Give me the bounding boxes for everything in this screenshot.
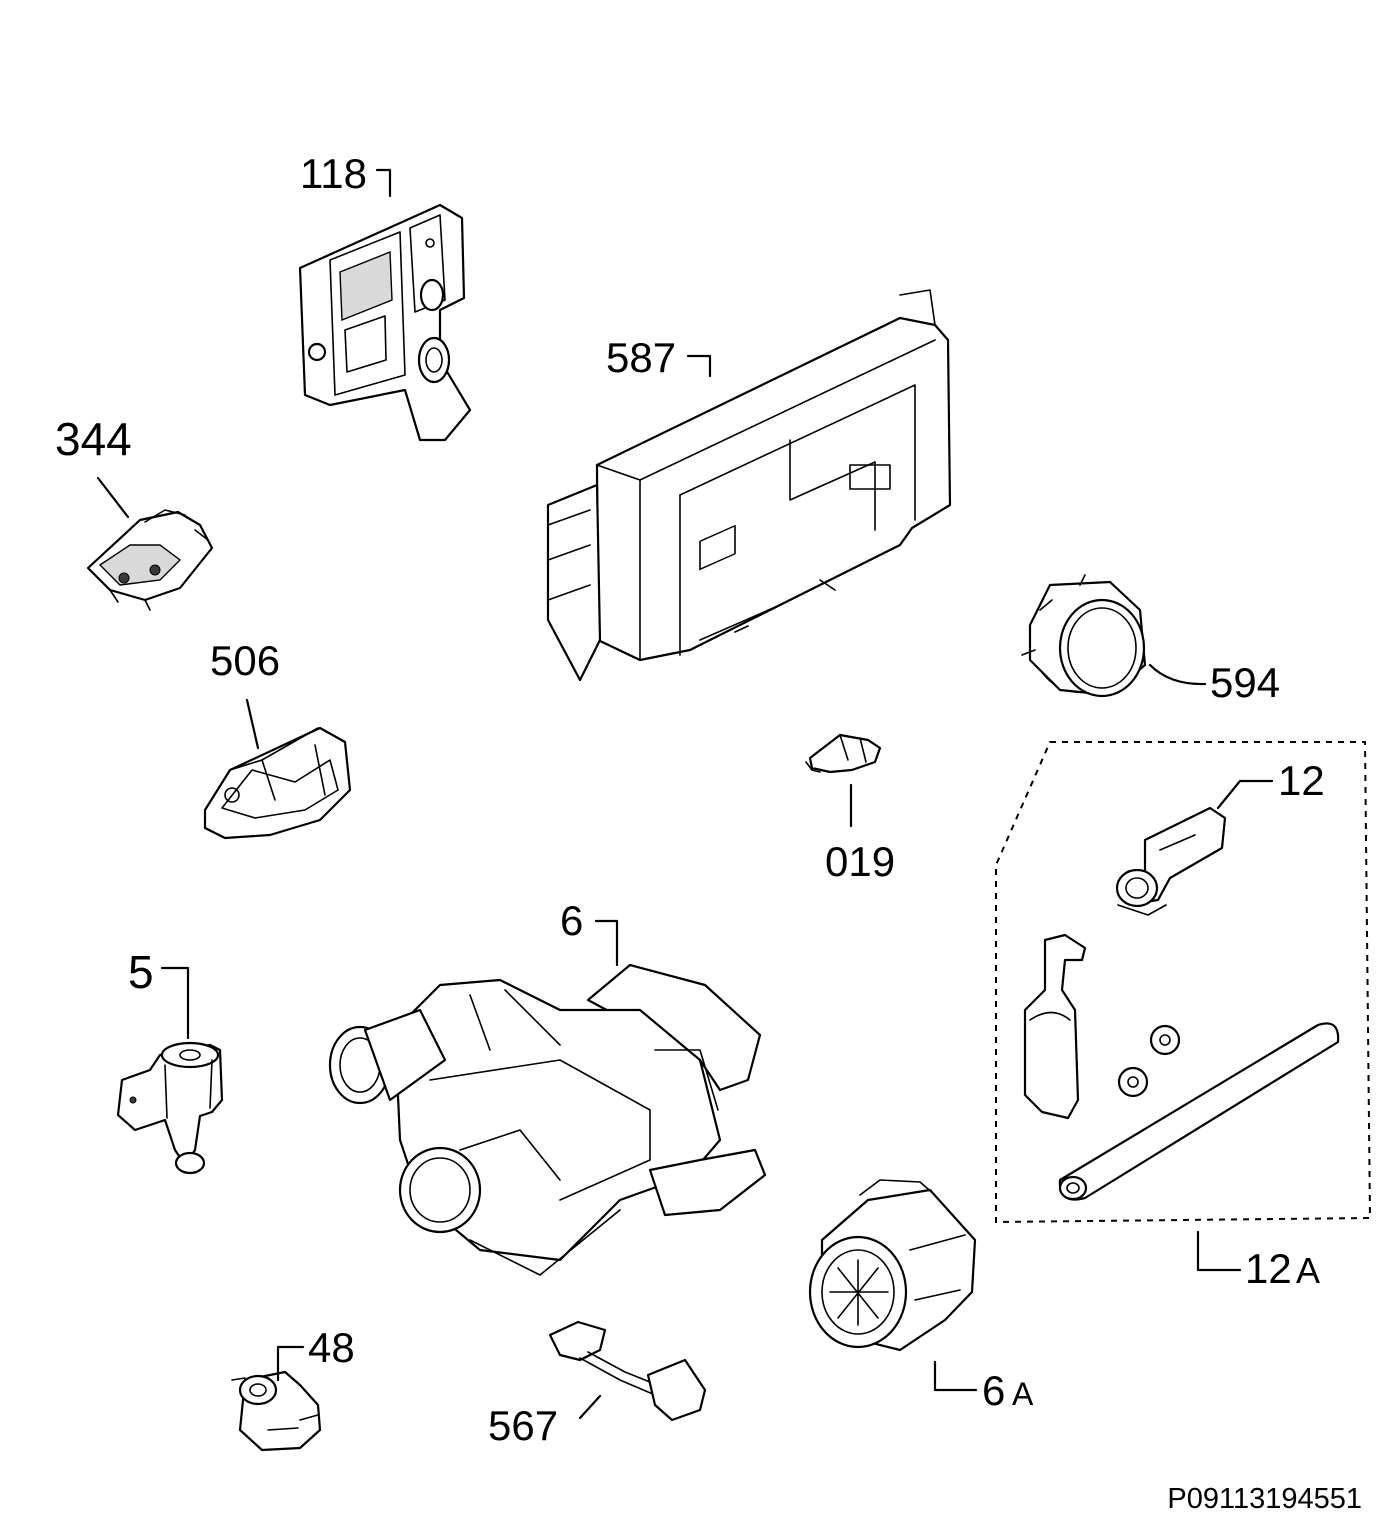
label-6a-number: 6 [982, 1367, 1005, 1414]
leader-5 [160, 966, 190, 1040]
label-118: 118 [300, 150, 367, 197]
part-019 [805, 733, 882, 774]
label-594: 594 [1210, 659, 1280, 706]
label-506: 506 [210, 637, 280, 684]
leader-567 [578, 1394, 602, 1420]
label-12a-number: 12 [1245, 1245, 1292, 1292]
label-587: 587 [606, 334, 676, 381]
part-506 [203, 726, 352, 840]
leader-506 [245, 698, 260, 750]
label-567: 567 [488, 1402, 558, 1449]
label-5: 5 [128, 946, 154, 998]
part-48-sensor [231, 1370, 322, 1452]
part-12a-set [1023, 933, 1340, 1201]
label-6: 6 [560, 897, 583, 944]
label-019: 019 [825, 838, 895, 885]
leader-587 [686, 354, 712, 378]
label-12: 12 [1278, 757, 1325, 804]
leader-6 [594, 919, 619, 967]
label-6a-suffix: A [1012, 1376, 1034, 1412]
part-12 [1115, 806, 1227, 916]
part-594 [1021, 574, 1147, 698]
document-code: P09113194551 [1167, 1483, 1362, 1515]
part-6-circulation-pump [328, 963, 767, 1276]
part-5-inlet-valve [116, 1041, 224, 1175]
part-6a-drain-pump [808, 1179, 977, 1352]
label-12a-suffix: A [1296, 1250, 1320, 1291]
part-587-control-module [546, 289, 952, 682]
leader-12a [1196, 1230, 1242, 1272]
label-344: 344 [55, 413, 132, 465]
leader-118 [375, 168, 392, 198]
leader-12 [1216, 779, 1274, 810]
leader-344 [96, 476, 130, 519]
leader-594 [1148, 663, 1207, 686]
part-344 [86, 509, 214, 611]
part-567-harness [548, 1320, 707, 1422]
leader-6a [933, 1360, 978, 1392]
label-48: 48 [308, 1324, 355, 1371]
leader-48 [276, 1345, 305, 1382]
part-118-dispenser [298, 203, 472, 442]
